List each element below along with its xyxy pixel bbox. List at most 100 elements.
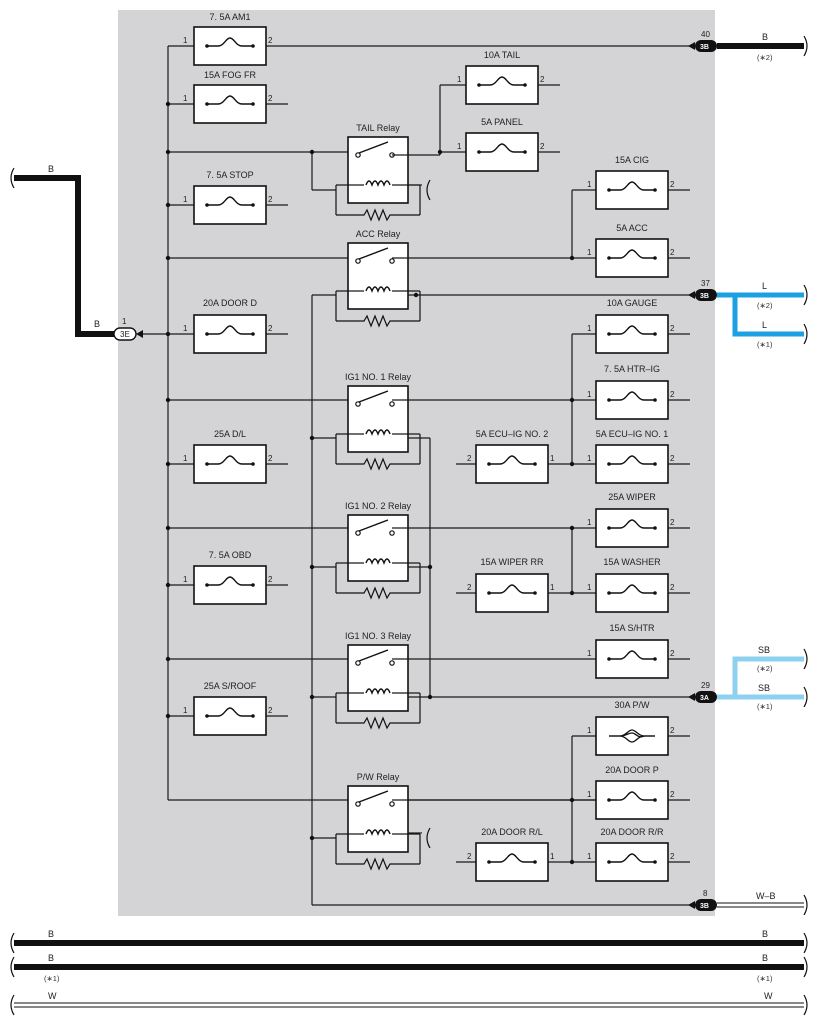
svg-text:SB: SB [758, 683, 770, 693]
svg-text:ACC Relay: ACC Relay [356, 229, 401, 239]
svg-text:5A ACC: 5A ACC [616, 223, 648, 233]
svg-text:1: 1 [457, 142, 462, 151]
svg-text:7. 5A AM1: 7. 5A AM1 [209, 12, 250, 22]
svg-text:L: L [762, 320, 767, 330]
svg-text:7. 5A HTR–IG: 7. 5A HTR–IG [604, 364, 660, 374]
fuse-obd: 7. 5A OBD 1 2 [183, 550, 273, 605]
svg-text:1: 1 [550, 454, 555, 463]
svg-text:1: 1 [122, 317, 127, 326]
svg-text:3B: 3B [700, 293, 709, 300]
svg-text:1: 1 [183, 575, 188, 584]
svg-text:15A S/HTR: 15A S/HTR [609, 623, 655, 633]
svg-text:20A DOOR D: 20A DOOR D [203, 298, 258, 308]
svg-text:(∗2): (∗2) [757, 53, 773, 62]
connector-3a-29: 3A 29 [688, 681, 717, 703]
relay-ig1-no1: IG1 NO. 1 Relay [335, 372, 421, 470]
svg-text:2: 2 [467, 852, 472, 861]
fuse-panel: 5A PANEL 1 2 [457, 117, 545, 172]
fuse-htr-ig: 7. 5A HTR–IG 1 2 [587, 364, 675, 420]
svg-text:3B: 3B [700, 44, 709, 51]
svg-text:2: 2 [670, 180, 675, 189]
relay-ig1-no2: IG1 NO. 2 Relay [335, 501, 421, 599]
svg-text:25A D/L: 25A D/L [214, 429, 246, 439]
svg-text:2: 2 [268, 575, 273, 584]
svg-text:SB: SB [758, 645, 770, 655]
svg-text:10A GAUGE: 10A GAUGE [607, 298, 658, 308]
right-fuse-stubs [538, 84, 690, 863]
svg-text:15A FOG FR: 15A FOG FR [204, 70, 257, 80]
svg-text:(∗2): (∗2) [757, 664, 773, 673]
svg-text:1: 1 [587, 649, 592, 658]
fuse-acc: 5A ACC 1 2 [587, 223, 675, 278]
fuse-gauge: 10A GAUGE 1 2 [587, 298, 675, 354]
svg-text:25A WIPER: 25A WIPER [608, 492, 656, 502]
svg-text:1: 1 [587, 583, 592, 592]
fuse-tail: 10A TAIL 1 2 [457, 50, 545, 105]
svg-text:2: 2 [268, 324, 273, 333]
connector-3b-8: 3B 8 [688, 889, 717, 911]
svg-text:1: 1 [550, 583, 555, 592]
svg-text:W: W [764, 991, 773, 1001]
svg-text:3A: 3A [700, 695, 709, 702]
svg-text:L: L [762, 281, 767, 291]
svg-text:(∗1): (∗1) [44, 974, 60, 983]
fuse-cig: 15A CIG 1 2 [587, 155, 675, 210]
svg-text:20A DOOR R/L: 20A DOOR R/L [481, 827, 543, 837]
fuse-stop: 7. 5A STOP 1 2 [183, 170, 273, 225]
svg-text:3B: 3B [700, 903, 709, 910]
svg-text:1: 1 [587, 248, 592, 257]
input-wire-bracket [10, 167, 15, 189]
svg-text:2: 2 [670, 518, 675, 527]
relay-coil-feed [309, 149, 694, 906]
svg-text:1: 1 [587, 726, 592, 735]
fuse-wiper: 25A WIPER 1 2 [587, 492, 675, 548]
svg-text:5A ECU–IG NO. 1: 5A ECU–IG NO. 1 [596, 429, 669, 439]
svg-text:W–B: W–B [756, 891, 776, 901]
svg-text:(∗1): (∗1) [757, 702, 773, 711]
svg-text:2: 2 [268, 94, 273, 103]
svg-text:2: 2 [467, 583, 472, 592]
output-wire-29: SB (∗2) SB (∗1) [717, 645, 808, 711]
svg-text:20A DOOR P: 20A DOOR P [605, 765, 659, 775]
svg-text:2: 2 [540, 75, 545, 84]
fuse-door-d: 20A DOOR D 1 2 [183, 298, 273, 354]
svg-text:(∗2): (∗2) [757, 301, 773, 310]
svg-text:(∗1): (∗1) [757, 974, 773, 983]
svg-text:IG1 NO. 2 Relay: IG1 NO. 2 Relay [345, 501, 412, 511]
fuse-ecu-ig-no2: 5A ECU–IG NO. 2 2 1 [467, 429, 555, 484]
output-wire-40: B (∗2) [717, 32, 808, 62]
bottom-bus-1: B B [10, 929, 808, 954]
fuse-d-l: 25A D/L 1 2 [183, 429, 273, 484]
svg-text:2: 2 [670, 324, 675, 333]
svg-text:1: 1 [183, 36, 188, 45]
svg-text:B: B [762, 929, 768, 939]
connector-3b-37: 3B 37 [688, 279, 717, 301]
svg-text:2: 2 [670, 852, 675, 861]
svg-text:2: 2 [670, 390, 675, 399]
svg-text:10A TAIL: 10A TAIL [484, 50, 520, 60]
bottom-bus-3: W W [10, 991, 808, 1016]
svg-text:37: 37 [701, 279, 710, 288]
svg-text:5A PANEL: 5A PANEL [481, 117, 523, 127]
svg-text:2: 2 [467, 454, 472, 463]
input-wire-label-top: B [48, 164, 54, 174]
svg-text:(∗1): (∗1) [757, 340, 773, 349]
svg-text:1: 1 [550, 852, 555, 861]
svg-text:B: B [762, 32, 768, 42]
fuse-s-htr: 15A S/HTR 1 2 [587, 623, 675, 679]
svg-text:B: B [48, 929, 54, 939]
svg-text:2: 2 [670, 248, 675, 257]
fuse-washer: 15A WASHER 1 2 [587, 557, 675, 613]
svg-text:W: W [48, 991, 57, 1001]
svg-text:1: 1 [183, 454, 188, 463]
svg-text:7. 5A OBD: 7. 5A OBD [209, 550, 252, 560]
svg-text:2: 2 [268, 454, 273, 463]
fuse-door-rl: 20A DOOR R/L 2 1 [467, 827, 555, 882]
fuse-ecu-ig-no1: 5A ECU–IG NO. 1 1 2 [587, 429, 675, 484]
svg-text:IG1 NO. 3 Relay: IG1 NO. 3 Relay [345, 631, 412, 641]
svg-text:20A DOOR R/R: 20A DOOR R/R [600, 827, 664, 837]
svg-text:15A CIG: 15A CIG [615, 155, 649, 165]
svg-text:2: 2 [268, 195, 273, 204]
fuse-door-rr: 20A DOOR R/R 1 2 [587, 827, 675, 882]
